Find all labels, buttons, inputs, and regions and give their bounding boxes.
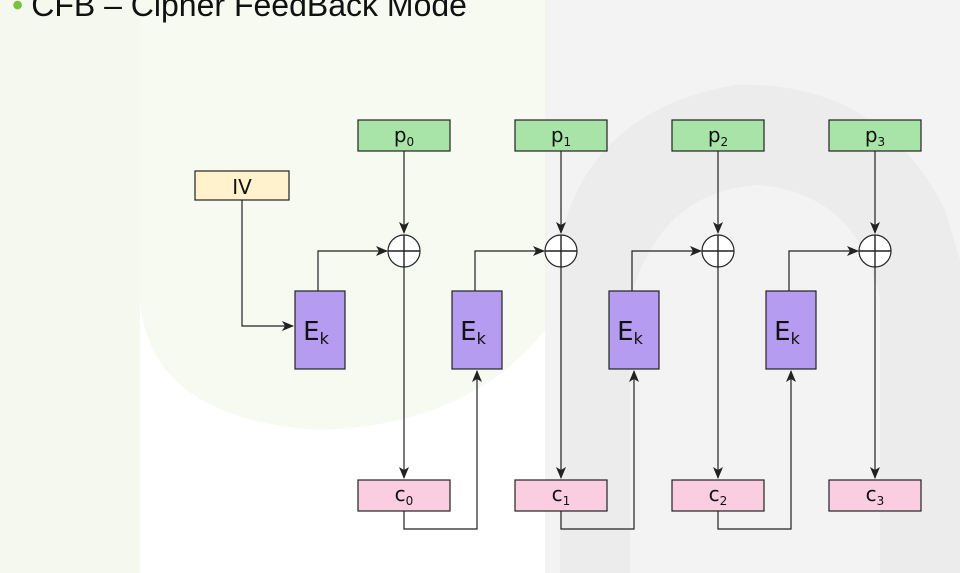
plaintext-block-2: p2 [671, 119, 765, 152]
encrypt-to-xor-arrow-1 [474, 246, 545, 291]
plaintext-label-3: p3 [865, 123, 885, 149]
iv-to-encrypt-arrow [241, 200, 294, 331]
plaintext-label-1: p1 [551, 123, 571, 149]
feedback-arrow-1 [560, 370, 639, 530]
encrypt-block-0: Ek [294, 290, 346, 370]
encrypt-to-xor-arrow-3 [788, 246, 859, 291]
slide-bullet-text: CFB – Cipher FeedBack Mode [31, 0, 467, 23]
xor-2 [701, 234, 735, 268]
plaintext-label-0: p0 [394, 123, 414, 149]
slide-bullet-title: • CFB – Cipher FeedBack Mode [12, 0, 467, 24]
xor-3 [858, 234, 892, 268]
ciphertext-block-2: c2 [671, 479, 765, 512]
encrypt-block-1: Ek [451, 290, 503, 370]
ciphertext-label-3: c3 [866, 482, 885, 508]
ciphertext-label-2: c2 [709, 482, 728, 508]
plaintext-block-3: p3 [828, 119, 922, 152]
encrypt-block-2: Ek [608, 290, 660, 370]
ciphertext-label-1: c1 [552, 482, 571, 508]
xor-0 [387, 234, 421, 268]
feedback-arrow-2 [717, 370, 796, 530]
plaintext-block-1: p1 [514, 119, 608, 152]
encrypt-label-1: Ek [460, 317, 486, 348]
feedback-arrow-0 [403, 370, 482, 530]
encrypt-block-3: Ek [765, 290, 817, 370]
iv-box: IV [194, 170, 290, 201]
ciphertext-block-1: c1 [514, 479, 608, 512]
encrypt-to-xor-arrow-2 [631, 246, 702, 291]
ciphertext-block-0: c0 [357, 479, 451, 512]
encrypt-label-2: Ek [617, 317, 643, 348]
encrypt-label-3: Ek [774, 317, 800, 348]
encrypt-label-0: Ek [303, 317, 329, 348]
ciphertext-label-0: c0 [395, 482, 414, 508]
plaintext-block-0: p0 [357, 119, 451, 152]
ciphertext-block-3: c3 [828, 479, 922, 512]
bullet-dot-icon: • [12, 0, 24, 23]
xor-1 [544, 234, 578, 268]
plaintext-label-2: p2 [708, 123, 728, 149]
encrypt-to-xor-arrow-0 [317, 246, 388, 291]
iv-label: IV [232, 175, 252, 199]
